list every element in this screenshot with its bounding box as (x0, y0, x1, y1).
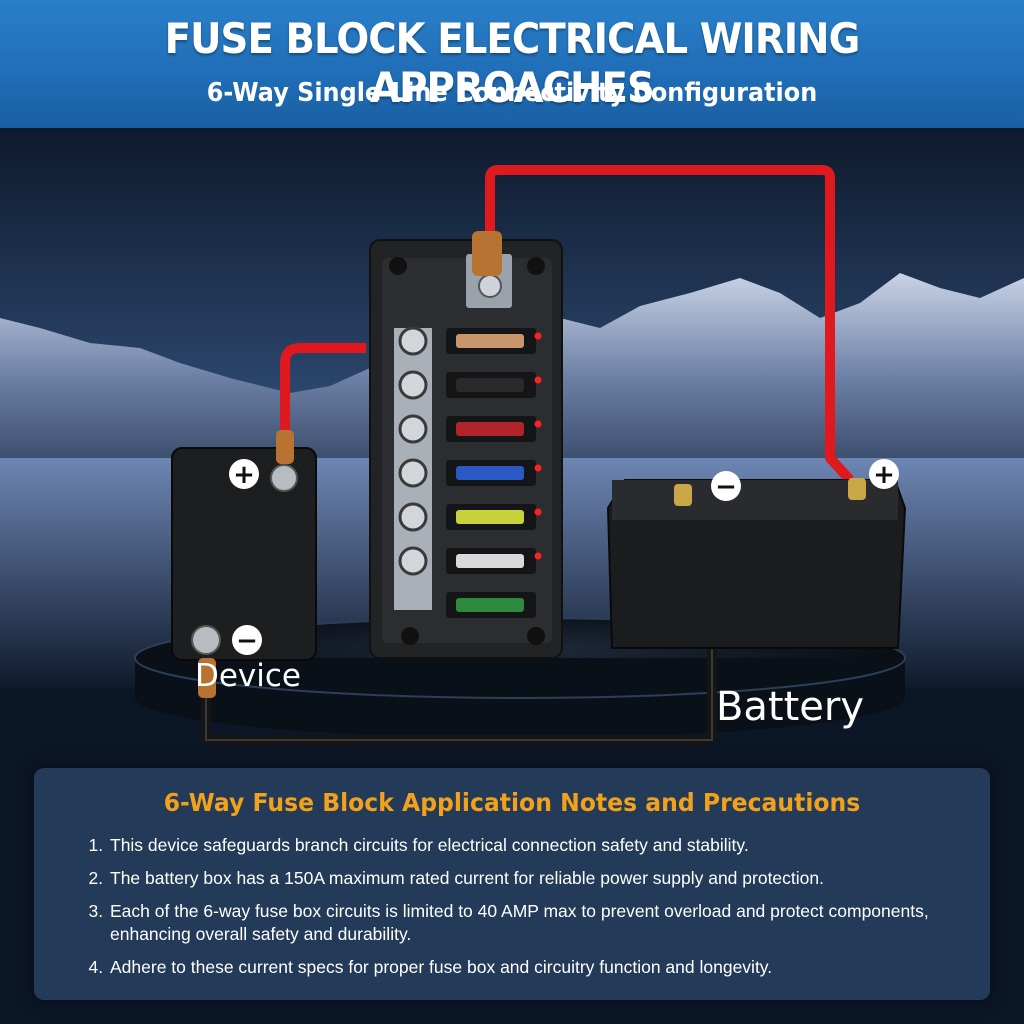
note-item-1: This device safeguards branch circuits f… (108, 834, 988, 857)
notes-title: 6-Way Fuse Block Application Notes and P… (163, 788, 861, 817)
output-terminal-screw[interactable] (398, 546, 428, 576)
page-title: FUSE BLOCK ELECTRICAL WIRING APPROACHES (164, 14, 861, 112)
battery-negative-marker (711, 471, 741, 501)
device-label: Device (194, 658, 302, 694)
device-negative-marker (232, 625, 262, 655)
blade-fuse[interactable] (456, 510, 524, 524)
output-terminal-screw[interactable] (398, 414, 428, 444)
blade-fuse[interactable] (456, 334, 524, 348)
device-positive-marker (229, 459, 259, 489)
notes-list: This device safeguards branch circuits f… (86, 834, 988, 989)
battery-box (606, 459, 907, 649)
blade-fuse[interactable] (456, 466, 524, 480)
battery-positive-post (848, 478, 866, 500)
battery-label: Battery (715, 684, 865, 730)
fuse-indicator-led (534, 464, 542, 472)
device-positive-post (270, 464, 298, 492)
battery-positive-marker (869, 459, 899, 489)
positive-wire-battery (485, 165, 854, 484)
battery-negative-symbol: − (715, 472, 737, 502)
device-positive-symbol: + (233, 460, 255, 490)
battery-positive-symbol: + (873, 460, 895, 490)
fuse-indicator-led (534, 508, 542, 516)
note-item-4: Adhere to these current specs for proper… (108, 956, 988, 979)
page-subtitle: 6-Way Single-Line Connectivity Configura… (206, 78, 818, 108)
output-terminal-screw[interactable] (398, 502, 428, 532)
battery-negative-post (674, 484, 692, 506)
note-item-2: The battery box has a 150A maximum rated… (108, 867, 988, 890)
notes-panel: 6-Way Fuse Block Application Notes and P… (34, 768, 990, 1000)
device-negative-post (191, 625, 221, 655)
device-box (171, 430, 317, 698)
header-banner: FUSE BLOCK ELECTRICAL WIRING APPROACHES … (0, 0, 1024, 128)
blade-fuse[interactable] (456, 378, 524, 392)
positive-wire-device (280, 343, 366, 438)
fuse-indicator-led (534, 376, 542, 384)
blade-fuse[interactable] (456, 422, 524, 436)
output-terminal-screw[interactable] (398, 326, 428, 356)
fuse-indicator-led (534, 332, 542, 340)
fuse-indicator-led (534, 552, 542, 560)
output-terminal-screw[interactable] (398, 370, 428, 400)
ring-lug-top (472, 231, 502, 276)
blade-fuse[interactable] (456, 554, 524, 568)
output-terminal-screw[interactable] (398, 458, 428, 488)
note-item-3: Each of the 6-way fuse box circuits is l… (108, 900, 988, 946)
fuse-indicator-led (534, 420, 542, 428)
blade-fuse[interactable] (456, 598, 524, 612)
device-negative-symbol: − (236, 626, 258, 656)
